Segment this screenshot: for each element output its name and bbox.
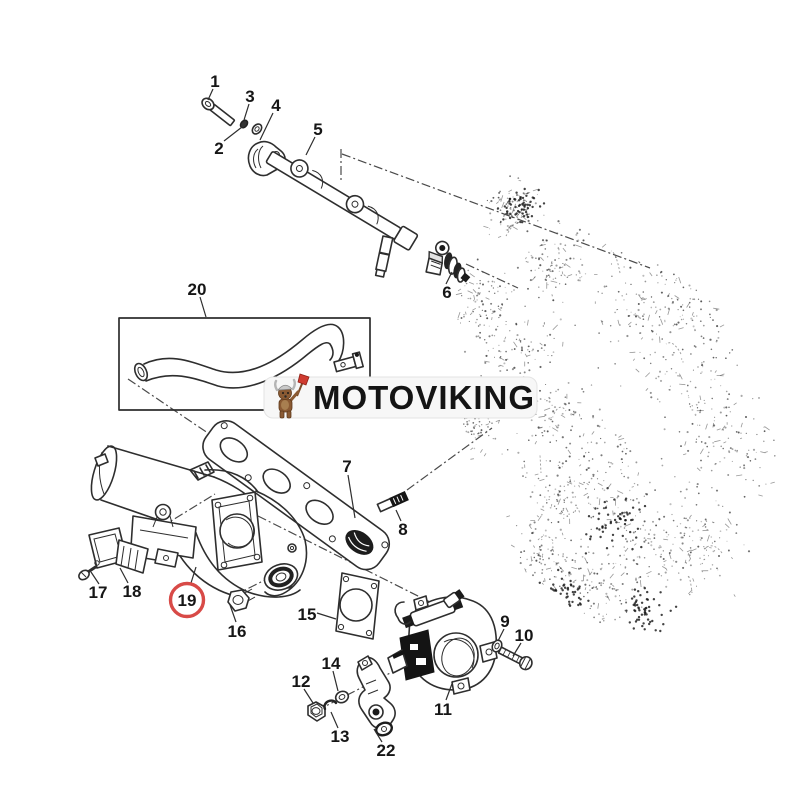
leader-line-10 xyxy=(512,642,522,657)
highlight-circle xyxy=(168,581,206,619)
leader-line-5 xyxy=(305,136,316,156)
watermark-text: MOTOVIKING xyxy=(313,379,535,416)
fuel-rail-assembly xyxy=(201,97,471,283)
hose-fitting xyxy=(333,351,364,373)
leader-line-12 xyxy=(303,688,314,704)
leader-line-18 xyxy=(119,567,129,584)
part-label-4: 4 xyxy=(271,96,281,115)
part-label-1: 1 xyxy=(210,72,219,91)
leader-line-20 xyxy=(199,296,207,318)
fuel-rail-5-drawing xyxy=(265,151,419,278)
part-label-18: 18 xyxy=(123,582,142,601)
leader-line-15 xyxy=(316,612,337,620)
part-label-14: 14 xyxy=(322,654,341,673)
throttle-flange xyxy=(211,491,263,571)
part-label-20: 20 xyxy=(188,280,207,299)
leader-line-7 xyxy=(347,474,356,519)
bolt-10-drawing xyxy=(497,646,533,671)
part-label-2: 2 xyxy=(214,139,223,158)
washer-3-drawing xyxy=(251,123,263,135)
part-label-11: 11 xyxy=(434,700,452,719)
sensor-18-drawing xyxy=(88,527,149,574)
bolt-17-drawing xyxy=(78,564,98,581)
plug-16-drawing xyxy=(227,588,256,612)
leader-line-4 xyxy=(259,112,274,141)
manifold-gasket-7-drawing xyxy=(202,420,391,571)
hose-drawing xyxy=(133,323,364,389)
injector-6-drawing xyxy=(425,240,471,283)
part-label-19: 19 xyxy=(178,591,197,610)
nut-12-drawing xyxy=(307,701,326,722)
leader-line-8 xyxy=(395,509,402,522)
part-label-9: 9 xyxy=(500,612,509,631)
manifold-outlet-port xyxy=(263,563,299,591)
washer-13-drawing xyxy=(323,699,338,711)
part-label-15: 15 xyxy=(298,605,317,624)
watermark-badge: MOTOVIKING xyxy=(263,373,538,419)
part-label-16: 16 xyxy=(228,622,247,641)
leader-line-17 xyxy=(90,571,100,585)
part-label-5: 5 xyxy=(313,120,322,139)
leader-line-22 xyxy=(373,728,383,743)
part-label-10: 10 xyxy=(515,626,534,645)
nut-14-drawing xyxy=(334,690,350,704)
part-label-12: 12 xyxy=(292,672,311,691)
leader-line-2 xyxy=(223,126,243,142)
watermark-band xyxy=(263,376,538,419)
leader-line-9 xyxy=(497,628,505,642)
viking-mascot-icon xyxy=(274,373,310,419)
leader-line-13 xyxy=(330,711,339,729)
lever-22-drawing xyxy=(356,655,396,737)
leader-line-16 xyxy=(229,604,237,623)
stud-8-drawing xyxy=(376,491,409,513)
part-label-7: 7 xyxy=(342,457,351,476)
throttle-body-11-drawing xyxy=(387,589,498,695)
leader-line-14 xyxy=(332,670,339,692)
engine-block-sketch xyxy=(455,175,776,633)
leader-line-1 xyxy=(207,88,214,101)
leader-line-19 xyxy=(190,566,197,584)
bolt-1-drawing xyxy=(201,97,236,127)
part-label-13: 13 xyxy=(331,727,350,746)
part-label-17: 17 xyxy=(89,583,108,602)
leader-line-6 xyxy=(445,271,453,285)
part-label-22: 22 xyxy=(377,741,396,760)
leader-line-11 xyxy=(445,680,454,701)
part-label-8: 8 xyxy=(398,520,407,539)
leader-line-3 xyxy=(243,103,250,121)
gasket-15-drawing xyxy=(335,572,380,640)
hose-box xyxy=(118,317,371,411)
part-label-3: 3 xyxy=(245,87,254,106)
part-label-6: 6 xyxy=(442,283,451,302)
